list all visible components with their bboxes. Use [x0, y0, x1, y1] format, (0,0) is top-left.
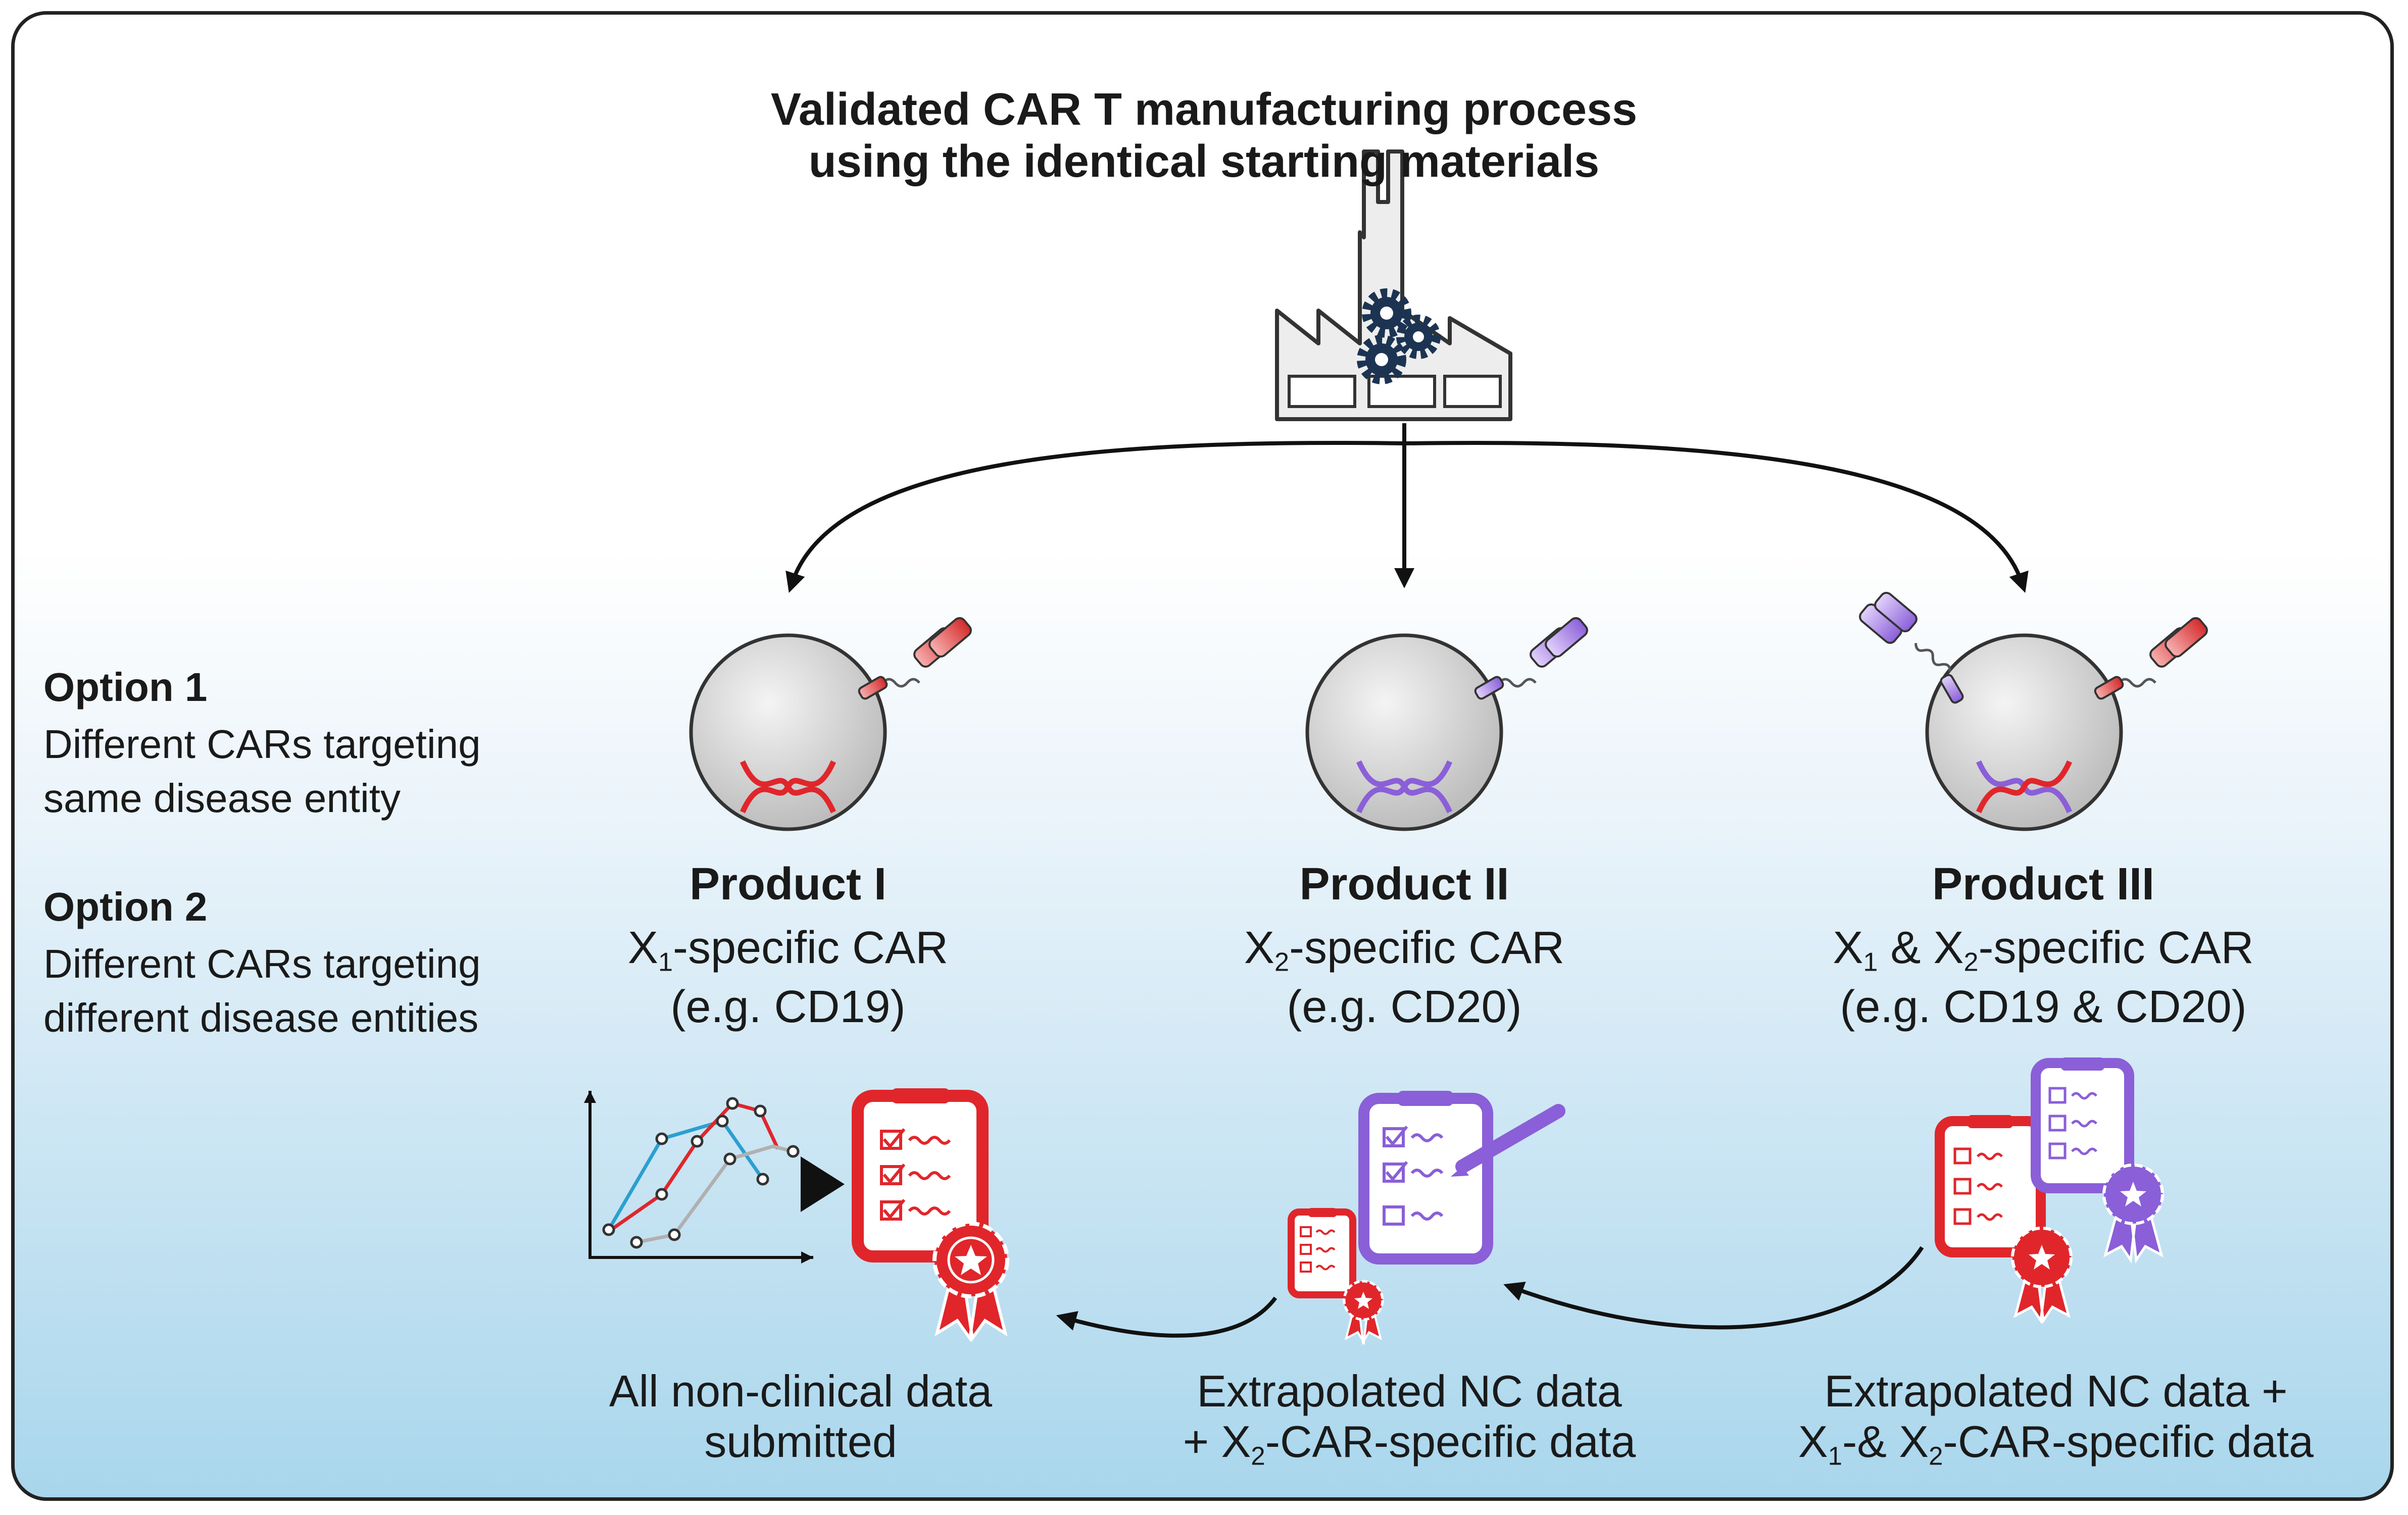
caption-2-line-2: + X2-CAR-specific data	[1183, 1417, 1636, 1471]
clipboard-certificate-small-red	[1288, 1208, 1384, 1346]
caption-2-line-1: Extrapolated NC data	[1197, 1366, 1622, 1416]
product-2-name: Product II	[1299, 859, 1509, 910]
product-3-example: (e.g. CD19 & CD20)	[1840, 982, 2247, 1032]
title-line-2: using the identical starting materials	[808, 136, 1600, 187]
product-2-example: (e.g. CD20)	[1287, 982, 1522, 1032]
clipboard-purple	[1358, 1091, 1565, 1265]
option-1-line-1: Different CARs targeting	[43, 722, 481, 767]
car-receptor-icon	[858, 617, 972, 700]
factory-icon	[1275, 149, 1512, 421]
title-line-1: Validated CAR T manufacturing process	[770, 84, 1638, 135]
option-1-line-2: same disease entity	[43, 776, 401, 821]
caption-1-line-2: submitted	[704, 1417, 897, 1467]
play-arrow-icon	[801, 1156, 845, 1212]
car-t-cell-2	[1305, 617, 1588, 831]
product-1-example: (e.g. CD19)	[670, 982, 906, 1032]
line-chart-icon	[584, 1091, 813, 1264]
clipboard-certificate-red	[852, 1088, 1009, 1342]
clipboard-certificate-stack	[1935, 1057, 2164, 1324]
option-2-line-1: Different CARs targeting	[43, 941, 481, 986]
car-receptor-icon	[1859, 591, 1964, 704]
caption-1-line-1: All non-clinical data	[609, 1366, 993, 1416]
dna-helix-icon	[1356, 760, 1453, 814]
dna-helix-icon	[1976, 760, 2073, 814]
dna-helix-icon	[740, 760, 837, 814]
caption-3-line-2: X1-& X2-CAR-specific data	[1798, 1417, 2314, 1471]
option-2-heading: Option 2	[43, 884, 208, 929]
distribution-arrows	[785, 423, 2029, 593]
product-1-spec: X1-specific CAR	[627, 923, 949, 977]
gear-icon	[1357, 288, 1441, 384]
option-2-line-2: different disease entities	[43, 995, 479, 1040]
product-1-name: Product I	[689, 859, 887, 910]
caption-3-line-1: Extrapolated NC data +	[1824, 1366, 2288, 1416]
option-1-heading: Option 1	[43, 665, 208, 710]
extrapolation-arrows	[1056, 1246, 1924, 1338]
car-t-cell-3	[1859, 591, 2208, 831]
product-2-spec: X2-specific CAR	[1244, 923, 1565, 977]
car-receptor-icon	[1474, 617, 1588, 700]
product-3-name: Product III	[1932, 859, 2155, 910]
product-3-spec: X1 & X2-specific CAR	[1833, 923, 2254, 977]
pen-icon	[1451, 1104, 1565, 1177]
car-receptor-icon	[2094, 617, 2208, 700]
car-t-cell-1	[689, 617, 972, 831]
